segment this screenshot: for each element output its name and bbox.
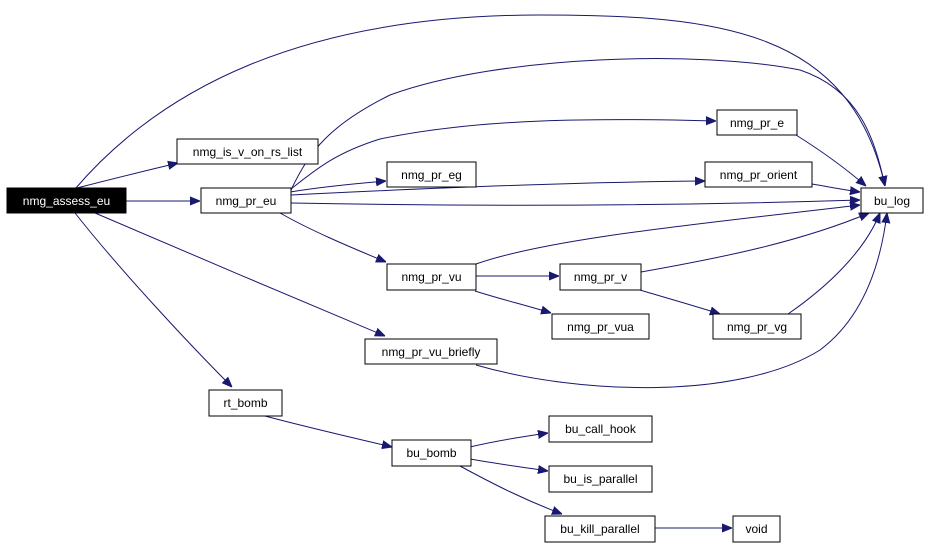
node-label-bu_bomb: bu_bomb [406, 446, 456, 460]
node-label-nmg_pr_eg: nmg_pr_eg [401, 168, 462, 182]
edge-nmg_assess_eu-bu_log [74, 14, 885, 190]
node-label-nmg_assess_eu: nmg_assess_eu [23, 194, 110, 208]
edge-bu_bomb-bu_call_hook [469, 433, 548, 448]
edge-nmg_assess_eu-nmg_pr_vu_briefly [94, 212, 385, 336]
node-label-rt_bomb: rt_bomb [223, 396, 267, 410]
node-nmg_pr_vua[interactable]: nmg_pr_vua [551, 313, 650, 340]
node-nmg_pr_vu[interactable]: nmg_pr_vu [386, 263, 477, 291]
node-nmg_pr_eg[interactable]: nmg_pr_eg [386, 161, 477, 188]
edge-bu_bomb-bu_is_parallel [469, 458, 548, 471]
node-rt_bomb[interactable]: rt_bomb [208, 389, 283, 417]
node-nmg_pr_e[interactable]: nmg_pr_e [716, 109, 798, 136]
node-label-nmg_pr_vu: nmg_pr_vu [401, 270, 461, 284]
node-label-bu_log: bu_log [874, 194, 910, 208]
node-bu_call_hook[interactable]: bu_call_hook [548, 415, 653, 443]
node-nmg_assess_eu[interactable]: nmg_assess_eu [6, 187, 127, 214]
edge-layer [72, 14, 887, 528]
node-nmg_pr_v[interactable]: nmg_pr_v [559, 263, 642, 291]
edge-nmg_pr_eu-nmg_pr_orient [290, 181, 705, 196]
node-void[interactable]: void [732, 515, 781, 543]
edge-nmg_assess_eu-rt_bomb [74, 212, 232, 387]
edge-nmg_pr_eu-nmg_pr_eg [289, 181, 386, 193]
node-bu_log[interactable]: bu_log [860, 187, 924, 214]
edge-nmg_pr_vu_briefly-bu_log [475, 213, 887, 389]
edge-nmg_pr_eu-bu_log [290, 58, 885, 191]
edge-nmg_pr_e-bu_log [795, 134, 866, 186]
edge-nmg_pr_orient-bu_log [811, 183, 860, 192]
node-label-bu_kill_parallel: bu_kill_parallel [560, 522, 639, 536]
node-label-bu_is_parallel: bu_is_parallel [563, 472, 637, 486]
edge-bu_bomb-bu_kill_parallel [459, 465, 562, 514]
edge-nmg_pr_eu-nmg_pr_e [290, 120, 716, 190]
node-label-nmg_pr_v: nmg_pr_v [574, 270, 627, 284]
node-nmg_pr_eu[interactable]: nmg_pr_eu [200, 187, 292, 214]
node-bu_bomb[interactable]: bu_bomb [391, 439, 472, 467]
node-nmg_pr_vg[interactable]: nmg_pr_vg [712, 313, 802, 340]
edge-nmg_pr_eu-nmg_pr_vu [279, 212, 386, 262]
edge-nmg_assess_eu-nmg_is_v_on_rs_list [72, 163, 178, 190]
node-layer: nmg_assess_eu nmg_is_v_on_rs_list nmg_pr… [6, 109, 924, 543]
node-label-nmg_pr_orient: nmg_pr_orient [720, 168, 798, 182]
node-bu_kill_parallel[interactable]: bu_kill_parallel [544, 515, 656, 543]
node-nmg_pr_orient[interactable]: nmg_pr_orient [704, 161, 813, 188]
node-label-nmg_pr_e: nmg_pr_e [730, 116, 784, 130]
node-label-nmg_pr_vu_briefly: nmg_pr_vu_briefly [382, 345, 481, 359]
node-nmg_is_v_on_rs_list[interactable]: nmg_is_v_on_rs_list [176, 138, 319, 165]
edge-nmg_pr_v-nmg_pr_vg [639, 289, 720, 314]
node-label-nmg_pr_vg: nmg_pr_vg [727, 320, 787, 334]
node-nmg_pr_vu_briefly[interactable]: nmg_pr_vu_briefly [364, 338, 498, 365]
edge-nmg_pr_v-bu_log [640, 213, 869, 273]
node-label-nmg_pr_eu: nmg_pr_eu [216, 194, 277, 208]
edge-nmg_pr_eu-straight-bu_log [290, 200, 860, 206]
node-label-nmg_is_v_on_rs_list: nmg_is_v_on_rs_list [193, 145, 303, 159]
edge-nmg_pr_vg-bu_log [787, 213, 880, 315]
node-bu_is_parallel[interactable]: bu_is_parallel [548, 465, 653, 493]
node-label-bu_call_hook: bu_call_hook [565, 422, 637, 436]
edge-rt_bomb-bu_bomb [264, 415, 392, 447]
edge-nmg_pr_vu-bu_log [475, 205, 860, 265]
node-label-nmg_pr_vua: nmg_pr_vua [567, 320, 634, 334]
edge-nmg_pr_vu-nmg_pr_vua [474, 290, 551, 313]
node-label-void: void [745, 522, 767, 536]
